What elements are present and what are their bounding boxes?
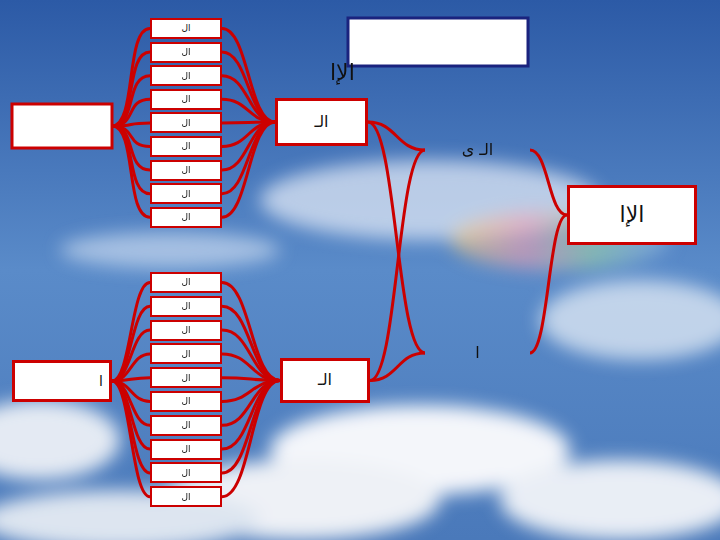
node-text: الـ ى xyxy=(462,141,494,159)
term-box: الـ xyxy=(275,98,368,146)
node-text: الإا xyxy=(620,202,645,227)
leaf-box: ال xyxy=(150,415,222,436)
leaf-box: ال xyxy=(150,391,222,412)
floating-label: الإا xyxy=(330,60,355,85)
leaf-box: ال xyxy=(150,89,222,110)
leaf-box: ال xyxy=(150,367,222,388)
node-text: ال xyxy=(181,47,190,57)
connector xyxy=(530,215,567,353)
connector xyxy=(222,354,280,381)
node-text: ال xyxy=(181,277,190,287)
leaf-box: ال xyxy=(150,136,222,157)
node-text: ال xyxy=(181,94,190,104)
leaf-box: ال xyxy=(150,439,222,460)
node-text: الـ xyxy=(314,113,328,131)
leaf-box: ال xyxy=(150,160,222,181)
connector xyxy=(222,122,275,217)
term-box: ا xyxy=(12,360,112,402)
connector xyxy=(368,122,425,150)
node-text: ال xyxy=(181,71,190,81)
leaf-box: ال xyxy=(150,207,222,228)
node-text: ال xyxy=(181,301,190,311)
node-text: ال xyxy=(181,420,190,430)
connector xyxy=(112,381,150,473)
connector xyxy=(222,29,275,123)
connector xyxy=(368,122,425,353)
connector xyxy=(222,52,275,122)
term-box: ا xyxy=(425,336,530,370)
connector xyxy=(530,150,567,215)
leaf-box: ال xyxy=(150,462,222,483)
node-text: ال xyxy=(181,165,190,175)
leaf-box: ال xyxy=(150,272,222,293)
connector xyxy=(222,381,280,473)
empty-box xyxy=(12,104,112,148)
connector xyxy=(112,354,150,381)
leaf-box: ال xyxy=(150,42,222,63)
leaf-box: ال xyxy=(150,486,222,507)
node-text: ال xyxy=(181,23,190,33)
leaf-box: ال xyxy=(150,296,222,317)
node-text: ال xyxy=(181,396,190,406)
connector xyxy=(112,381,150,497)
connector xyxy=(222,99,275,122)
node-text: ال xyxy=(181,492,190,502)
node-text: ال xyxy=(181,189,190,199)
connector xyxy=(222,122,275,170)
node-text: ال xyxy=(181,444,190,454)
bracket-curves xyxy=(112,29,150,218)
connector xyxy=(222,381,280,497)
connector xyxy=(112,306,150,381)
leaf-box: ال xyxy=(150,18,222,39)
node-text: ا xyxy=(475,344,479,362)
node-text: ال xyxy=(181,468,190,478)
node-text: ال xyxy=(181,212,190,222)
connector xyxy=(222,76,275,122)
connector xyxy=(370,353,425,381)
empty-box xyxy=(348,18,528,66)
node-text: ا xyxy=(99,373,103,389)
leaf-box: ال xyxy=(150,183,222,204)
connector xyxy=(112,283,150,382)
term-box: الإا xyxy=(567,185,697,245)
term-box: الـ ى xyxy=(425,130,530,170)
connector xyxy=(222,306,280,380)
clouds xyxy=(0,160,720,540)
connector xyxy=(222,122,275,194)
leaf-box: ال xyxy=(150,320,222,341)
connector xyxy=(222,283,280,381)
node-text: ال xyxy=(181,349,190,359)
node-text: ال xyxy=(181,141,190,151)
leaf-box: ال xyxy=(150,343,222,364)
node-text: ال xyxy=(181,325,190,335)
connector xyxy=(112,330,150,381)
node-text: ال xyxy=(181,118,190,128)
connector xyxy=(222,330,280,380)
leaf-box: ال xyxy=(150,112,222,133)
node-text: الـ xyxy=(318,371,332,389)
leaf-box: ال xyxy=(150,65,222,86)
term-box: الـ xyxy=(280,358,370,403)
node-text: ال xyxy=(181,373,190,383)
